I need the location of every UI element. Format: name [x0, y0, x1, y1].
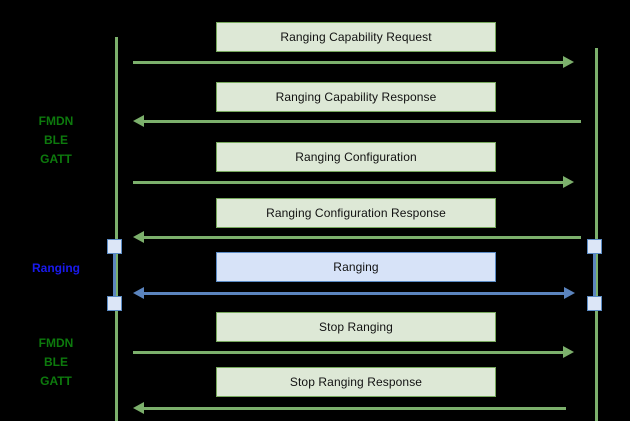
activation-bar-left [113, 246, 116, 304]
arrowhead-left-icon [133, 287, 144, 299]
message-arrow-line-ranging-configuration-response [144, 236, 581, 239]
message-label: Ranging [333, 260, 379, 274]
activation-right-end [587, 296, 602, 311]
message-box-ranging-capability-request: Ranging Capability Request [216, 22, 496, 52]
right-lifeline [595, 48, 598, 421]
message-label: Ranging Configuration [295, 150, 417, 164]
message-arrow-line-ranging-configuration [133, 181, 567, 184]
message-box-stop-ranging-response: Stop Ranging Response [216, 367, 496, 397]
phase-label-fmdn-ble-gatt-top: FMDN BLE GATT [8, 112, 104, 169]
phase-label-line: FMDN [38, 114, 74, 128]
message-box-ranging-configuration: Ranging Configuration [216, 142, 496, 172]
message-arrow-line-ranging [144, 292, 564, 295]
message-label: Ranging Capability Response [275, 90, 437, 104]
arrowhead-left-icon [133, 231, 144, 243]
message-label: Ranging Configuration Response [266, 206, 446, 220]
message-label: Stop Ranging Response [289, 375, 423, 389]
phase-label-line: GATT [40, 152, 72, 166]
activation-left-start [107, 239, 122, 254]
message-box-ranging-configuration-response: Ranging Configuration Response [216, 198, 496, 228]
message-arrow-line-stop-ranging [133, 351, 567, 354]
message-box-stop-ranging: Stop Ranging [216, 312, 496, 342]
phase-label-line: GATT [40, 374, 72, 388]
phase-label-line: Ranging [32, 261, 80, 275]
activation-right-start [587, 239, 602, 254]
message-label: Stop Ranging [319, 320, 393, 334]
phase-label-fmdn-ble-gatt-bottom: FMDN BLE GATT [8, 334, 104, 391]
arrowhead-left-icon [133, 402, 144, 414]
arrowhead-right-icon [563, 176, 574, 188]
message-arrow-line-ranging-capability-response [144, 120, 581, 123]
message-arrow-line-ranging-capability-request [133, 61, 567, 64]
phase-label-ranging: Ranging [8, 259, 104, 278]
arrowhead-right-icon [564, 287, 575, 299]
arrowhead-right-icon [563, 56, 574, 68]
message-label: Ranging Capability Request [280, 30, 432, 44]
left-lifeline [115, 37, 118, 421]
phase-label-line: FMDN [38, 336, 74, 350]
message-box-ranging: Ranging [216, 252, 496, 282]
phase-label-line: BLE [44, 133, 68, 147]
message-box-ranging-capability-response: Ranging Capability Response [216, 82, 496, 112]
phase-label-line: BLE [44, 355, 68, 369]
arrowhead-left-icon [133, 115, 144, 127]
message-arrow-line-stop-ranging-response [144, 407, 566, 410]
activation-left-end [107, 296, 122, 311]
activation-bar-right [593, 246, 596, 304]
arrowhead-right-icon [563, 346, 574, 358]
